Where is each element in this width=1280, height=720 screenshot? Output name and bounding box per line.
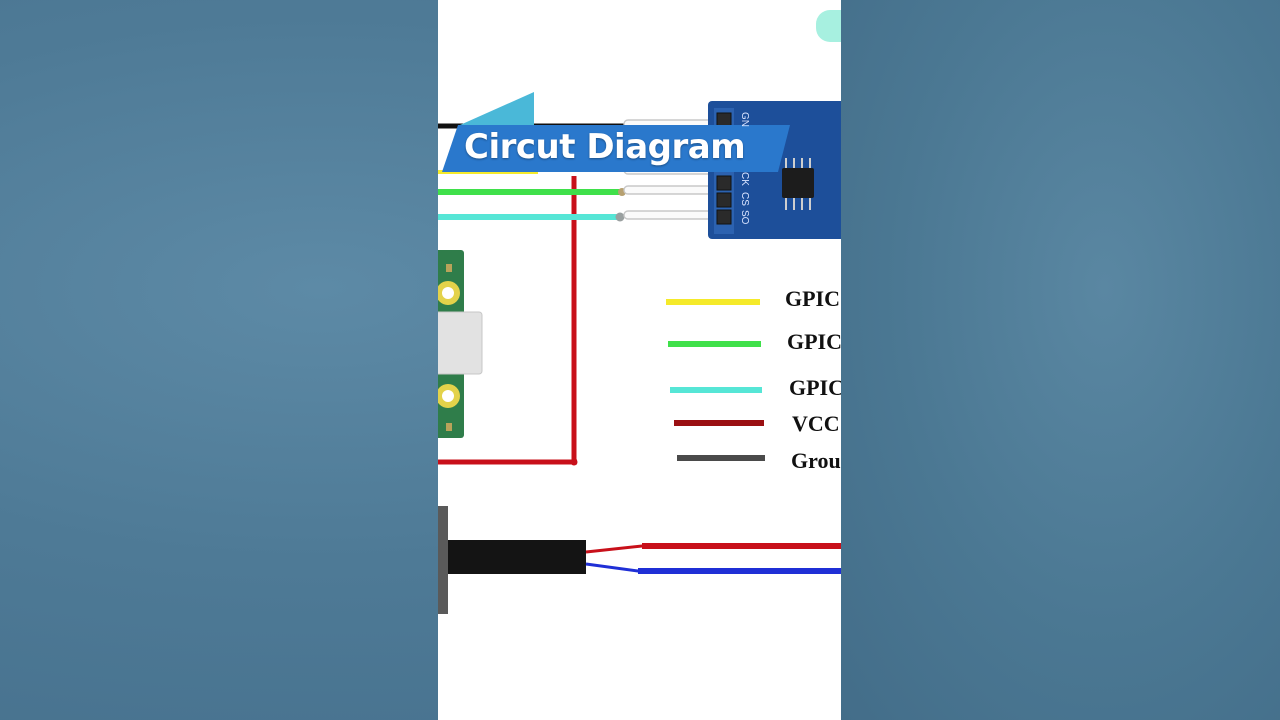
- legend-label-2: GPIC: [787, 329, 841, 354]
- pin-label-ck: CK: [739, 172, 750, 186]
- backdrop-right: [841, 0, 1280, 720]
- junction-dot: [570, 458, 578, 466]
- cyan-wire-tip: [615, 212, 625, 222]
- ic-chip: [782, 158, 814, 210]
- dc-jack: [438, 506, 586, 614]
- legend-label-4: VCC: [792, 411, 840, 436]
- header-pins: [716, 112, 732, 225]
- banner-accent: [460, 92, 534, 125]
- circuit-diagram: [438, 10, 841, 614]
- pin-label-so: SO: [739, 210, 750, 225]
- banner-title: Circut Diagram: [464, 127, 746, 167]
- legend-label-3: GPIC: [789, 375, 841, 400]
- legend-label-5: Grou: [791, 448, 841, 473]
- legend-label-1: GPIC: [785, 286, 840, 311]
- corner-bubble: [816, 10, 841, 42]
- left-board: [438, 250, 483, 438]
- banner-background: [442, 125, 790, 172]
- video-frame: GN CK CS SO Circut Diagram GPIC GPIC GPI…: [438, 0, 841, 720]
- pin-label-cs: CS: [739, 192, 750, 206]
- pin-label-gn: GN: [739, 112, 750, 127]
